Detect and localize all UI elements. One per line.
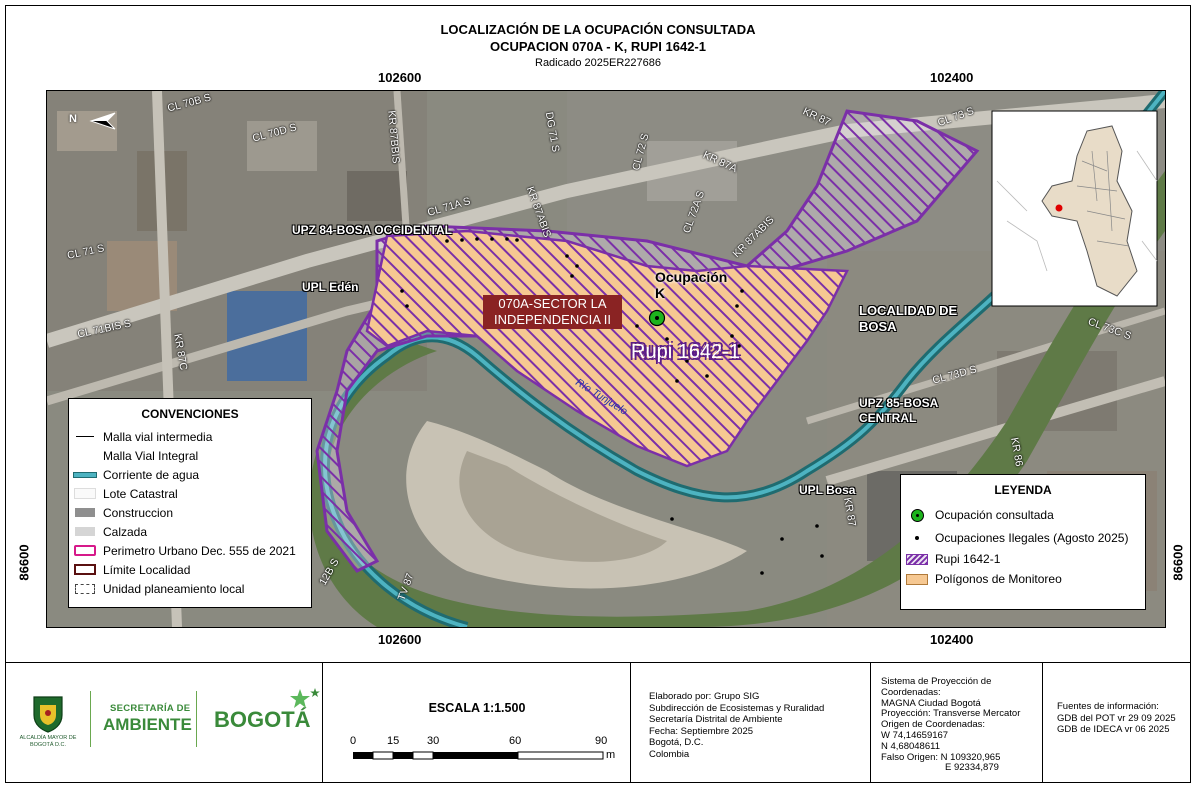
logo-block: ALCALDÍA MAYOR DE BOGOTÁ D.C. SECRETARÍA… — [6, 663, 322, 783]
legend-item: Ocupación consultada — [901, 503, 1145, 527]
lot-swatch-icon — [73, 488, 97, 500]
grid-label-right: 86600 — [1170, 544, 1186, 581]
logo-ambiente: AMBIENTE — [103, 715, 192, 734]
projection-block: Sistema de Proyección de Coordenadas: MA… — [870, 663, 1042, 783]
leyenda-title: LEYENDA — [994, 483, 1052, 497]
upz84-label: UPZ 84-BOSA OCCIDENTAL — [292, 223, 453, 237]
scale-title: ESCALA 1:1.500 — [428, 701, 526, 715]
upl-bosa-label: UPL Bosa — [799, 483, 856, 497]
line-swatch-icon — [73, 450, 97, 462]
rupi-swatch-icon — [905, 553, 929, 565]
legend-item: Calzada — [69, 522, 311, 541]
legend-item: Malla Vial Integral — [69, 446, 311, 465]
scale-bar — [353, 751, 604, 760]
water-swatch-icon — [73, 469, 97, 481]
line-swatch-icon — [73, 431, 97, 443]
north-icon: N — [69, 113, 77, 125]
map-subtitle: OCUPACION 070A - K, RUPI 1642-1 — [489, 39, 706, 54]
sector-label: 070A-SECTOR LA INDEPENDENCIA II — [483, 295, 622, 329]
credits-block: Elaborado por: Grupo SIG Subdirección de… — [630, 663, 870, 783]
monitoring-swatch-icon — [905, 573, 929, 585]
legend-item: Rupi 1642-1 — [901, 549, 1145, 569]
logo-bogota: BOGOTÁ — [214, 707, 311, 732]
grid-label-bottom-right: 102400 — [930, 632, 974, 647]
coat-of-arms-icon — [33, 696, 63, 733]
scale-tick: 15 — [387, 735, 400, 747]
legend-item: Corriente de agua — [69, 465, 311, 484]
sources-block: Fuentes de información: GDB del POT vr 2… — [1042, 663, 1190, 783]
footer: ALCALDÍA MAYOR DE BOGOTÁ D.C. SECRETARÍA… — [6, 662, 1190, 783]
legend-item: Perimetro Urbano Dec. 555 de 2021 — [69, 541, 311, 560]
radicado-label: Radicado 2025ER227686 — [535, 57, 661, 69]
convenciones-panel: CONVENCIONES Malla vial intermedia Malla… — [68, 398, 312, 608]
occupation-point-icon — [905, 508, 929, 522]
scale-block: ESCALA 1:1.500 0 15 30 60 90 m — [322, 663, 630, 783]
convenciones-title: CONVENCIONES — [141, 407, 239, 421]
perimeter-swatch-icon — [73, 545, 97, 557]
grid-label-bottom-left: 102600 — [378, 632, 422, 647]
map-title: LOCALIZACIÓN DE LA OCUPACIÓN CONSULTADA — [440, 22, 756, 37]
road-swatch-icon — [73, 526, 97, 538]
localidad-label: LOCALIDAD DE BOSA — [859, 303, 958, 334]
grid-label-top-left: 102600 — [378, 70, 422, 85]
legend-item: Polígonos de Monitoreo — [901, 569, 1145, 589]
legend-item: Construccion — [69, 503, 311, 522]
ocupacion-label: Ocupación K — [655, 269, 728, 301]
grid-label-left: 86600 — [16, 544, 32, 581]
grid-label-top-right: 102400 — [930, 70, 974, 85]
scale-unit: m — [606, 749, 616, 761]
legend-item: Malla vial intermedia — [69, 427, 311, 446]
upl-eden-label: UPL Edén — [302, 280, 359, 294]
leyenda-panel: LEYENDA Ocupación consultada Ocupaciones… — [900, 474, 1146, 610]
locality-swatch-icon — [73, 564, 97, 576]
logo-secretaria: SECRETARÍA DE — [110, 703, 191, 714]
legend-item: Unidad planeamiento local — [69, 579, 311, 598]
legend-item: Ocupaciones Ilegales (Agosto 2025) — [901, 527, 1145, 549]
scale-tick: 0 — [350, 735, 357, 747]
scale-tick: 30 — [427, 735, 440, 747]
building-swatch-icon — [73, 507, 97, 519]
rupi-label: Rupi 1642-1 — [631, 341, 740, 363]
upz85-label: UPZ 85-BOSA CENTRAL — [859, 396, 938, 425]
illegal-dot-icon — [905, 532, 929, 544]
legend-item: Límite Localidad — [69, 560, 311, 579]
star-icon — [290, 688, 320, 708]
page-frame — [5, 5, 1191, 783]
alcaldia-text: ALCALDÍA MAYOR DE BOGOTÁ D.C. — [19, 735, 77, 748]
upl-swatch-icon — [73, 583, 97, 595]
legend-item: Lote Catastral — [69, 484, 311, 503]
scale-tick: 90 — [595, 735, 608, 747]
scale-tick: 60 — [509, 735, 522, 747]
